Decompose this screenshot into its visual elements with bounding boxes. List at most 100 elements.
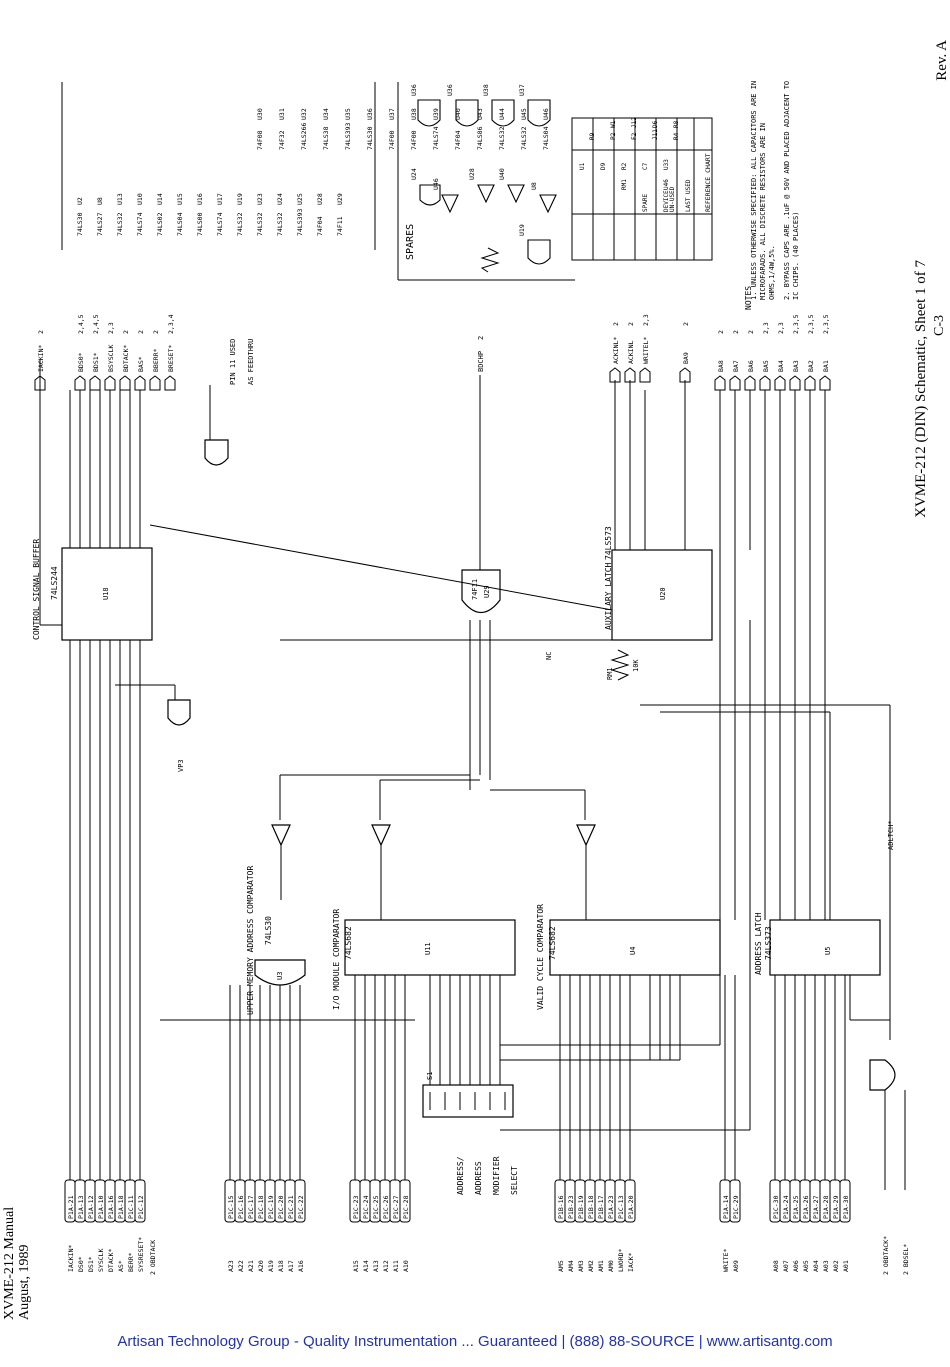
connector-signal: IACKIN* [67,1245,75,1272]
address-latch-ref: U5 [824,947,832,955]
spare-gate-ref: U36 [410,84,418,96]
control-buffer-ref: U18 [102,587,110,600]
power-table-part: 74F04 [454,130,462,150]
connector-pin-box [839,1179,851,1223]
ref-chart-extra: R4 [673,132,680,140]
connector-pin: P1C-29 [732,1195,740,1219]
output-sheets: 2 [122,330,130,334]
note-1: 1. UNLESS OTHERWISE SPECIFIED: ALL CAPAC… [750,80,776,300]
connector-signal: A20 [257,1260,265,1272]
output-signal: BA3 [792,360,800,372]
output-arrow [714,375,726,391]
connector-pin: P1B-23 [567,1195,575,1219]
output-signal: BDS0* [77,352,85,372]
ref-chart-unused: D9 [600,162,607,170]
connector-signal: IACK* [627,1252,635,1272]
io-module-part: 74LS682 [344,926,353,960]
connector-pin: P1C-23 [352,1195,360,1219]
connector-signal: WRITE* [722,1248,730,1272]
bottom-left-signal: 2 OBDTACK [149,1240,157,1275]
power-table-ref: U30 [256,108,264,120]
output-arrow [679,367,691,383]
ref-chart-type: DEVICE [663,190,670,212]
power-table-part: 74LS02 [156,212,164,236]
connector-pin: P1C-26 [382,1195,390,1219]
ref-chart-header: LAST USED [685,179,692,212]
upper-mem-ref: U3 [276,972,284,980]
bottom-right-signal: 2 OBDTACK* [882,1236,890,1275]
output-signal: BA5 [762,360,770,372]
output-sheets: 2,3,5 [807,314,815,334]
power-table-ref: U40 [454,108,462,120]
connector-pin: P1A-12 [87,1195,95,1219]
output-arrow [74,375,86,391]
control-buffer-part: 74LS244 [50,566,59,600]
connector-pin: P1C-27 [392,1195,400,1219]
power-table-part: 74LS04 [176,212,184,236]
dip-switch [422,1084,514,1118]
power-table-ref: U46 [542,108,550,120]
connector-pin: P1C-21 [287,1195,295,1219]
power-table-ref: U25 [296,193,304,205]
output-signal: BA7 [732,360,740,372]
connector-signal: A10 [402,1260,410,1272]
output-arrow [89,375,101,391]
power-table-ref: U14 [156,193,164,205]
spare-gate-ref: U19 [518,224,526,236]
spare-gate-ref: U28 [468,168,476,180]
power-table-part: 74F32 [278,130,286,150]
output-signal: ACKINL* [612,337,620,364]
aux-latch-title: AUXILARY LATCH [604,562,613,630]
connector-pin: P1A-28 [822,1195,830,1219]
connector-signal: A04 [812,1260,820,1272]
connector-signal: A06 [792,1260,800,1272]
power-table-part: 74LS32 [498,126,506,150]
power-table-ref: U31 [278,108,286,120]
rm-value: 10K [632,659,640,672]
connector-pin-box [624,1179,636,1223]
connector-pin: P1B-17 [597,1195,605,1219]
wiring [39,82,906,1190]
connector-signal: BERR* [127,1252,135,1272]
connector-pin: P1C-22 [297,1195,305,1219]
connector-signal: A12 [382,1260,390,1272]
connector-signal: A05 [802,1260,810,1272]
manual-title: XVME-212 Manual [2,1206,17,1320]
output-signal: WRITEL* [642,337,650,364]
ref-chart-extra: D6 [652,120,659,128]
connector-signal: SYSRESET* [137,1237,145,1272]
connector-pin: P1C-15 [227,1195,235,1219]
bdchp-output: BDCHP [477,351,485,372]
connector-pin: P1A-13 [77,1195,85,1219]
upper-mem-title: UPPER MEMORY ADDRESS COMPARATOR [246,865,255,1015]
power-table-part: 74LS74 [136,212,144,236]
output-signal: ACKINL [627,340,635,364]
connector-signal: A09 [732,1260,740,1272]
bottom-right-signal: 2 BDSEL* [902,1244,910,1275]
power-table-ref: U43 [476,108,484,120]
connector-signal: A14 [362,1260,370,1272]
spare-gate-ref: U37 [518,84,526,96]
adltch-label: ADLTCH* [887,820,895,850]
connector-pin-box [134,1179,146,1223]
output-signal: BA8 [717,360,725,372]
footer-banner[interactable]: Artisan Technology Group - Quality Instr… [117,1333,833,1350]
spare-gate-ref: U24 [410,168,418,180]
spare-gate-ref: U38 [482,84,490,96]
power-table-part: 74LS32 [236,212,244,236]
connector-signal: AM2 [587,1260,595,1272]
power-table-part: 74F11 [336,216,344,236]
address-latch-part: 74LS373 [764,926,773,960]
connector-pin: P1B-19 [577,1195,585,1219]
control-buffer-chip [61,547,153,641]
power-table-ref: U29 [336,193,344,205]
ref-chart-last: U46 [663,179,670,190]
output-sheets: 2,3 [107,322,115,334]
connector-signal: A01 [842,1260,850,1272]
power-table-part: 74LS32 [116,212,124,236]
power-table-part: 74LS00 [196,212,204,236]
bdchp-gate-ref: U29 [483,585,491,598]
connector-pin: P1B-18 [587,1195,595,1219]
